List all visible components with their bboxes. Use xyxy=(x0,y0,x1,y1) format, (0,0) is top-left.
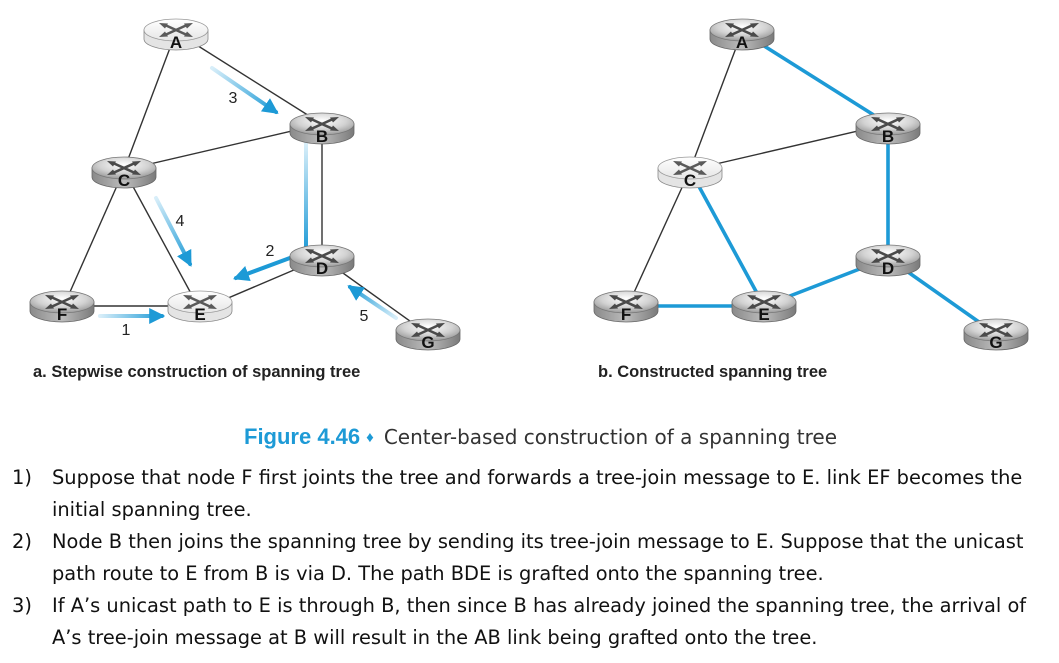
router-label: C xyxy=(684,171,696,190)
tree-link-ab xyxy=(741,30,889,126)
link-b-cf xyxy=(625,169,691,311)
step-label-5: 5 xyxy=(360,308,369,325)
router-a-d: D xyxy=(288,243,356,278)
figure-title: Center-based construction of a spanning … xyxy=(383,425,838,449)
router-a-a: A xyxy=(142,17,210,52)
link-b-ac xyxy=(689,31,743,171)
router-label: F xyxy=(621,305,631,324)
router-b-e: E xyxy=(730,289,798,324)
step-label-1: 1 xyxy=(122,322,131,339)
spanning-tree-diagram: 1 2 3 4 5 A B C D E F xyxy=(28,17,1030,352)
list-item: 3) If A’s unicast path to E is through B… xyxy=(12,590,1052,654)
diagram-a-step-labels: 1 2 3 4 5 xyxy=(122,90,369,339)
step-arrow-5 xyxy=(347,285,398,320)
router-label: G xyxy=(989,333,1002,352)
list-item-text: Suppose that node F first joints the tre… xyxy=(52,466,1023,521)
diagram-b-caption: b. Constructed spanning tree xyxy=(598,363,828,381)
router-label: G xyxy=(421,333,434,352)
tree-link-ce xyxy=(688,169,766,307)
router-label: F xyxy=(57,305,67,324)
step-label-3: 3 xyxy=(229,90,238,107)
figure-number: Figure 4.46 xyxy=(244,424,361,449)
link-b-cb xyxy=(689,123,889,171)
router-a-c: C xyxy=(90,155,158,190)
link-a-cf xyxy=(61,169,125,311)
list-item-number: 2) xyxy=(12,530,32,553)
diagram-a-step-arrows xyxy=(98,66,398,324)
router-label: E xyxy=(194,305,205,324)
list-item-number: 1) xyxy=(12,466,32,489)
router-b-f: F xyxy=(592,289,660,324)
router-label: B xyxy=(316,127,328,146)
list-item: 1) Suppose that node F first joints the … xyxy=(12,462,1052,526)
step-arrow-3 xyxy=(210,66,279,114)
step-label-2: 2 xyxy=(266,243,275,260)
router-label: C xyxy=(118,171,130,190)
router-label: D xyxy=(316,259,328,278)
router-a-e: E xyxy=(166,289,234,324)
list-item-number: 3) xyxy=(12,594,32,617)
step-arrow-4 xyxy=(154,196,192,267)
router-b-c: C xyxy=(656,155,724,190)
router-a-f: F xyxy=(28,289,96,324)
router-label: B xyxy=(882,127,894,146)
figure-caption: Figure 4.46 ♦ Center-based construction of… xyxy=(244,424,837,450)
router-a-g: G xyxy=(394,317,462,352)
router-b-a: A xyxy=(708,17,776,52)
diagram-b: A B C D E F G xyxy=(592,17,1030,352)
router-label: A xyxy=(170,33,182,52)
list-item: 2) Node B then joins the spanning tree b… xyxy=(12,526,1052,590)
diamond-icon: ♦ xyxy=(366,429,374,446)
router-b-g: G xyxy=(962,317,1030,352)
list-item-text: Node B then joins the spanning tree by s… xyxy=(52,530,1024,585)
link-a-cb xyxy=(123,123,323,171)
router-label: D xyxy=(882,259,894,278)
list-item-text: If A’s unicast path to E is through B, t… xyxy=(52,594,1027,649)
router-label: E xyxy=(758,305,769,324)
link-a-ce xyxy=(123,169,201,311)
diagram-a: 1 2 3 4 5 A B C D E F xyxy=(28,17,462,352)
diagram-a-caption: a. Stepwise construction of spanning tre… xyxy=(33,363,361,381)
link-a-ab xyxy=(175,31,323,125)
step-label-4: 4 xyxy=(176,213,185,230)
router-b-d: D xyxy=(854,243,922,278)
router-label: A xyxy=(736,33,748,52)
explanation-list: 1) Suppose that node F first joints the … xyxy=(12,462,1052,654)
link-a-ac xyxy=(123,31,177,171)
router-b-b: B xyxy=(854,111,922,146)
router-a-b: B xyxy=(288,111,356,146)
